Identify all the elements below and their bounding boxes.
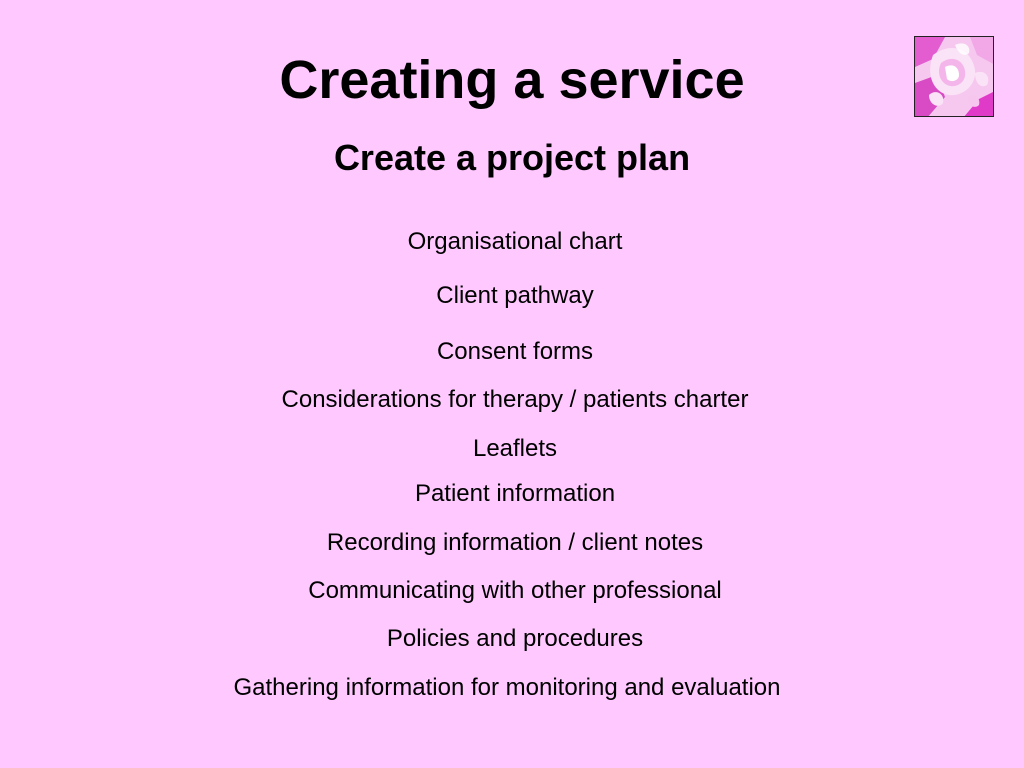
flower-image xyxy=(915,37,993,116)
slide-subtitle: Create a project plan xyxy=(333,137,691,178)
list-item: Gathering information for monitoring and… xyxy=(233,674,781,701)
list-item: Consent forms xyxy=(436,338,594,365)
list-item: Organisational chart xyxy=(407,228,623,255)
list-item: Client pathway xyxy=(436,282,594,309)
pink-flower-photo-icon xyxy=(914,36,994,117)
list-item: Recording information / client notes xyxy=(326,529,704,556)
list-item: Patient information xyxy=(414,480,616,507)
list-item: Leaflets xyxy=(472,435,558,462)
list-item: Policies and procedures xyxy=(386,625,644,652)
list-item: Communicating with other professional xyxy=(308,577,722,604)
list-item: Considerations for therapy / patients ch… xyxy=(281,386,749,413)
slide-title: Creating a service xyxy=(279,50,745,110)
